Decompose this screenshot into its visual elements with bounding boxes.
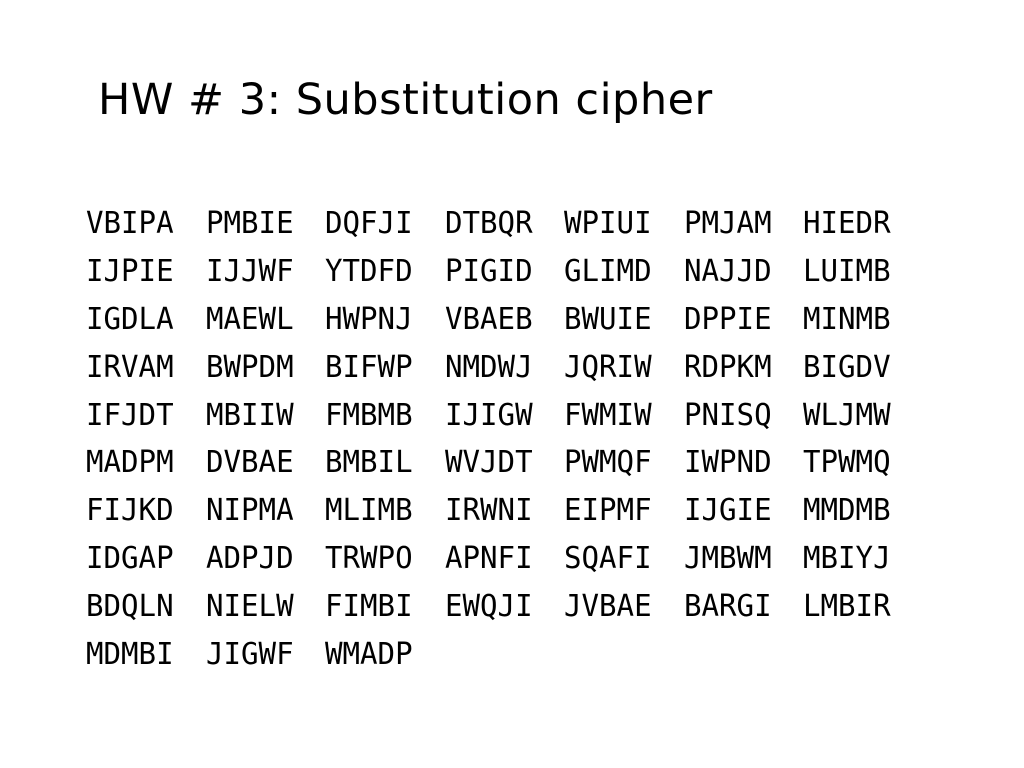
cipher-group: HWPNJ	[325, 301, 413, 337]
cipher-group: IDGAP	[86, 540, 174, 576]
cipher-group: RDPKM	[683, 349, 772, 385]
cipher-group: VBAEB	[444, 301, 533, 337]
ciphertext-line: MDMBI JIGWF WMADP	[86, 630, 923, 678]
cipher-group: APNFI	[444, 540, 533, 576]
cipher-group: BWUIE	[564, 301, 652, 337]
cipher-group: FMBMB	[325, 397, 413, 433]
ciphertext-line: IJPIE IJJWF YTDFD PIGID GLIMD NAJJD LUIMB	[86, 248, 923, 296]
cipher-group: MMDMB	[803, 493, 891, 529]
cipher-group: IJIGW	[444, 397, 533, 433]
cipher-group: JIGWF	[205, 636, 294, 672]
cipher-group: IWPND	[683, 445, 772, 481]
cipher-group: BIGDV	[803, 349, 891, 385]
cipher-group: PWMQF	[564, 445, 652, 481]
cipher-group: GLIMD	[564, 254, 652, 290]
cipher-group: EIPMF	[564, 493, 652, 529]
cipher-group: WPIUI	[564, 206, 652, 242]
cipher-group: BARGI	[683, 588, 772, 624]
cipher-group: WVJDT	[444, 445, 533, 481]
cipher-group: IRVAM	[86, 349, 174, 385]
cipher-group: BIFWP	[325, 349, 413, 385]
cipher-group: NMDWJ	[444, 349, 533, 385]
cipher-group: VBIPA	[86, 206, 174, 242]
cipher-group: JMBWM	[683, 540, 772, 576]
cipher-group: IJPIE	[86, 254, 174, 290]
cipher-group: HIEDR	[803, 206, 891, 242]
cipher-group: BWPDM	[205, 349, 294, 385]
ciphertext-line: IRVAM BWPDM BIFWP NMDWJ JQRIW RDPKM BIGDV	[86, 343, 923, 391]
cipher-group: FWMIW	[564, 397, 652, 433]
cipher-group: YTDFD	[325, 254, 413, 290]
cipher-group: BDQLN	[86, 588, 174, 624]
cipher-group: NIELW	[205, 588, 294, 624]
cipher-group: TRWPO	[325, 540, 413, 576]
cipher-group: MLIMB	[325, 493, 413, 529]
ciphertext-block: VBIPA PMBIE DQFJI DTBQR WPIUI PMJAM HIEDR IJPIE…	[86, 200, 923, 678]
cipher-group: JVBAE	[564, 588, 652, 624]
cipher-group: MINMB	[803, 301, 891, 337]
cipher-group: IJJWF	[205, 254, 294, 290]
ciphertext-line: IDGAP ADPJD TRWPO APNFI SQAFI JMBWM MBIYJ	[86, 535, 923, 583]
cipher-group: PIGID	[444, 254, 533, 290]
cipher-group: PNISQ	[683, 397, 772, 433]
cipher-group: BMBIL	[325, 445, 413, 481]
cipher-group: WLJMW	[803, 397, 891, 433]
cipher-group: MBIYJ	[803, 540, 891, 576]
cipher-group: FIJKD	[86, 493, 174, 529]
cipher-group: LMBIR	[803, 588, 891, 624]
cipher-group: SQAFI	[564, 540, 652, 576]
cipher-group: EWQJI	[444, 588, 533, 624]
cipher-group: DVBAE	[205, 445, 294, 481]
cipher-group: LUIMB	[803, 254, 891, 290]
cipher-group: FIMBI	[325, 588, 413, 624]
cipher-group: DTBQR	[444, 206, 533, 242]
cipher-group: MDMBI	[86, 636, 174, 672]
cipher-group: MBIIW	[205, 397, 294, 433]
cipher-group: IFJDT	[86, 397, 174, 433]
cipher-group: IGDLA	[86, 301, 174, 337]
cipher-group: WMADP	[325, 636, 413, 672]
ciphertext-line: VBIPA PMBIE DQFJI DTBQR WPIUI PMJAM HIEDR	[86, 200, 923, 248]
cipher-group: IJGIE	[683, 493, 772, 529]
cipher-group: IRWNI	[444, 493, 533, 529]
cipher-group: ADPJD	[205, 540, 294, 576]
cipher-group: MAEWL	[205, 301, 294, 337]
cipher-group: MADPM	[86, 445, 174, 481]
cipher-group: DPPIE	[683, 301, 772, 337]
cipher-group: DQFJI	[325, 206, 413, 242]
cipher-group: TPWMQ	[803, 445, 891, 481]
ciphertext-line: IGDLA MAEWL HWPNJ VBAEB BWUIE DPPIE MINMB	[86, 296, 923, 344]
cipher-group: JQRIW	[564, 349, 652, 385]
ciphertext-line: FIJKD NIPMA MLIMB IRWNI EIPMF IJGIE MMDMB	[86, 487, 923, 535]
cipher-group: PMBIE	[205, 206, 294, 242]
ciphertext-line: IFJDT MBIIW FMBMB IJIGW FWMIW PNISQ WLJMW	[86, 391, 923, 439]
cipher-group: NIPMA	[205, 493, 294, 529]
ciphertext-line: BDQLN NIELW FIMBI EWQJI JVBAE BARGI LMBIR	[86, 582, 923, 630]
slide-title: HW # 3: Substitution cipher	[98, 75, 713, 125]
cipher-group: NAJJD	[683, 254, 772, 290]
cipher-group: PMJAM	[683, 206, 772, 242]
ciphertext-line: MADPM DVBAE BMBIL WVJDT PWMQF IWPND TPWMQ	[86, 439, 923, 487]
